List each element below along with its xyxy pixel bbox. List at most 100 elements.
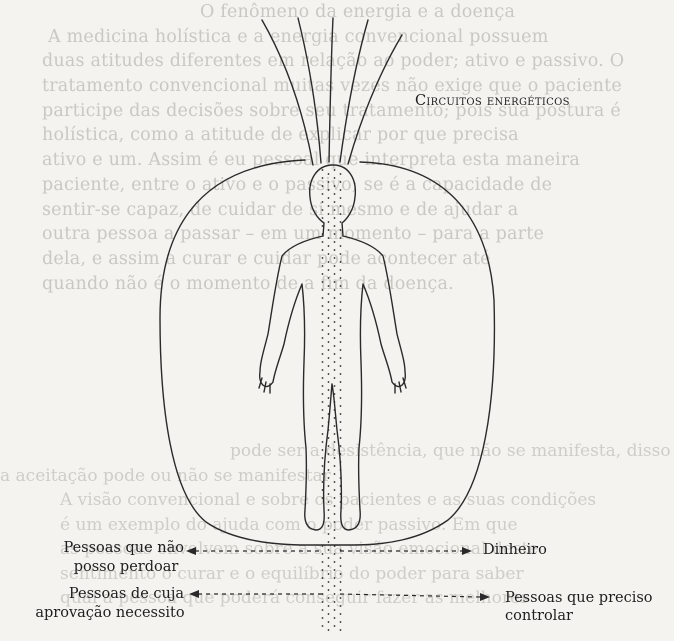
energy-dot	[340, 485, 342, 487]
energy-dot	[340, 437, 342, 439]
energy-dot	[328, 301, 330, 303]
energy-dot	[340, 237, 342, 239]
energy-dot	[334, 401, 336, 403]
label-line: aprovação necessito	[28, 604, 192, 622]
arrowhead-right-bottom	[480, 593, 490, 601]
energy-dot	[322, 441, 324, 443]
energy-dot	[322, 545, 324, 547]
energy-dot	[328, 285, 330, 287]
energy-dot	[334, 313, 336, 315]
energy-dot	[328, 461, 330, 463]
label-people-not-forgive-line2: posso perdoar	[60, 558, 192, 576]
energy-dot	[328, 181, 330, 183]
label-people-not-forgive: Pessoas que não	[63, 539, 184, 557]
energy-dot	[322, 361, 324, 363]
label-people-approval: Pessoas de cuja	[69, 585, 184, 603]
energy-dot	[334, 337, 336, 339]
energy-dot	[334, 257, 336, 259]
arrowhead-right-top	[462, 547, 472, 555]
energy-dot	[322, 313, 324, 315]
energy-dot	[334, 593, 336, 595]
energy-dot	[328, 445, 330, 447]
energy-dot	[334, 353, 336, 355]
energy-dot	[334, 217, 336, 219]
energy-dot	[340, 221, 342, 223]
energy-dot	[334, 553, 336, 555]
energy-dot	[340, 181, 342, 183]
energy-dot	[322, 385, 324, 387]
energy-dot	[322, 393, 324, 395]
energy-dot	[340, 605, 342, 607]
energy-dot	[334, 305, 336, 307]
label-line: Pessoas de cuja	[69, 585, 184, 603]
energy-dot	[340, 373, 342, 375]
energy-dot	[328, 453, 330, 455]
label-people-approval-line2: aprovação necessito	[28, 604, 192, 622]
energy-dot	[340, 461, 342, 463]
arrowhead-left-bottom	[189, 590, 199, 598]
energy-dot	[340, 189, 342, 191]
energy-dot	[322, 569, 324, 571]
energy-dot	[322, 289, 324, 291]
energy-ray	[298, 18, 321, 163]
energy-dot	[340, 405, 342, 407]
energy-dot	[322, 577, 324, 579]
energy-dot	[334, 497, 336, 499]
energy-dot	[328, 205, 330, 207]
energy-dot	[328, 341, 330, 343]
energy-dot	[322, 617, 324, 619]
energy-dot	[334, 265, 336, 267]
energy-dot	[328, 581, 330, 583]
energy-dot	[334, 393, 336, 395]
energy-dot	[328, 429, 330, 431]
energy-dot	[340, 501, 342, 503]
energy-dot	[328, 477, 330, 479]
energy-dot	[322, 273, 324, 275]
energy-dot	[322, 377, 324, 379]
energy-dot	[340, 629, 342, 631]
energy-dot	[340, 365, 342, 367]
energy-dot	[334, 281, 336, 283]
label-line: posso perdoar	[60, 558, 192, 576]
energy-dot	[334, 433, 336, 435]
energy-dot	[322, 609, 324, 611]
energy-dot	[322, 449, 324, 451]
energy-dot	[322, 425, 324, 427]
label-line: Pessoas que preciso	[505, 589, 653, 607]
energy-dot	[334, 465, 336, 467]
energy-dot	[328, 357, 330, 359]
energy-dot	[340, 453, 342, 455]
arrow-line-bottom-right	[340, 594, 480, 597]
energy-dot	[328, 557, 330, 559]
energy-dot	[334, 577, 336, 579]
arrowhead-left-top	[186, 547, 196, 555]
energy-dot	[340, 245, 342, 247]
energy-dot	[328, 221, 330, 223]
energy-dot	[334, 193, 336, 195]
energy-dot	[328, 373, 330, 375]
figure-title: Circuitos energéticos	[415, 93, 570, 109]
energy-dot	[328, 365, 330, 367]
energy-dot	[322, 329, 324, 331]
energy-dot	[328, 293, 330, 295]
energy-dot	[340, 269, 342, 271]
energy-dot	[322, 465, 324, 467]
energy-dot	[322, 353, 324, 355]
energy-dot	[334, 545, 336, 547]
energy-dot	[334, 473, 336, 475]
energy-dot	[322, 257, 324, 259]
energy-dot	[328, 533, 330, 535]
energy-dot	[334, 489, 336, 491]
energy-dot	[322, 457, 324, 459]
energy-dot	[328, 589, 330, 591]
energy-dot	[328, 437, 330, 439]
energy-dot	[334, 625, 336, 627]
energy-dot	[334, 169, 336, 171]
energy-dot	[322, 417, 324, 419]
energy-dot	[334, 209, 336, 211]
energy-dot	[340, 173, 342, 175]
energy-dot	[334, 481, 336, 483]
energy-dot	[328, 485, 330, 487]
energy-dot	[322, 497, 324, 499]
energy-dot	[322, 345, 324, 347]
